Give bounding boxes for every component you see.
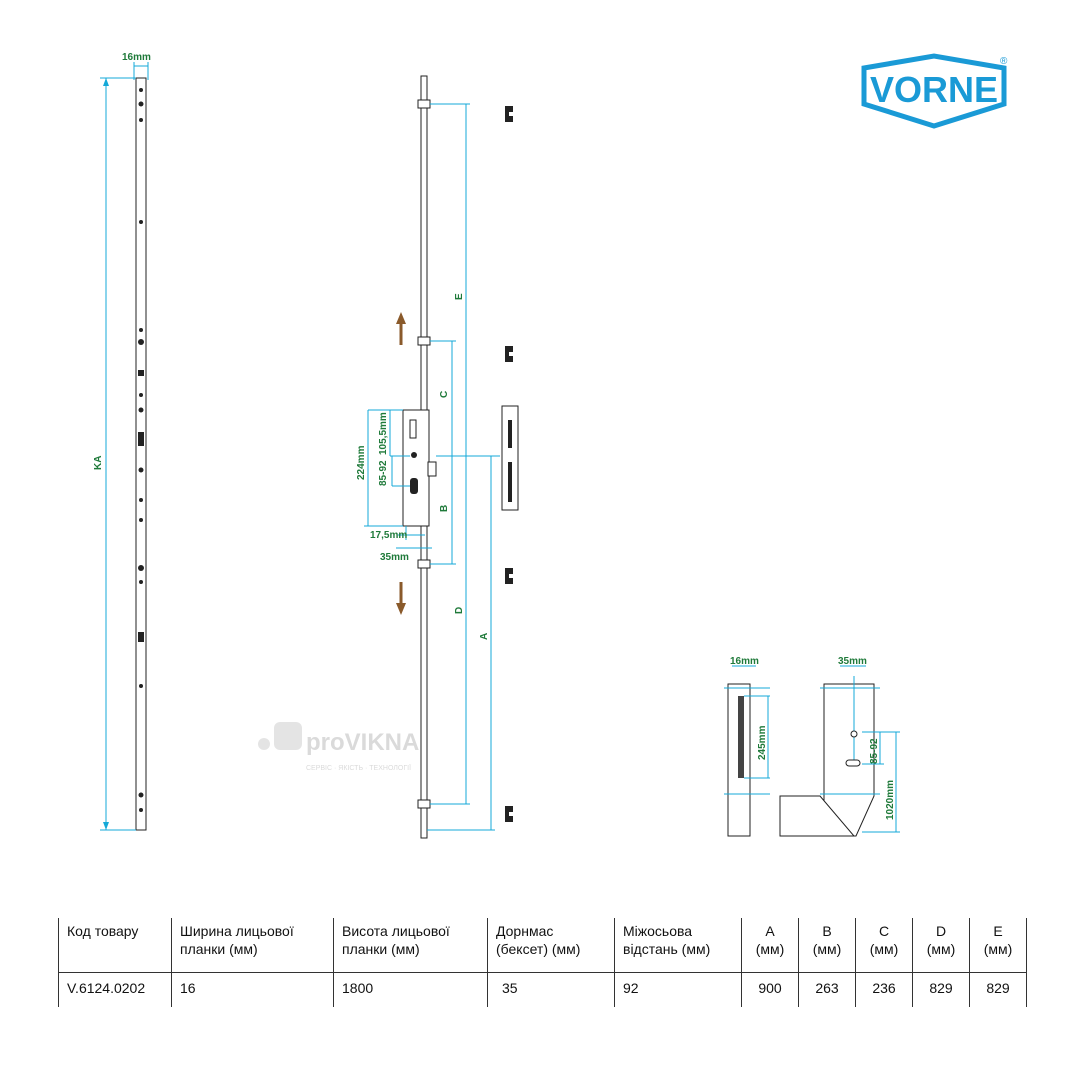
header-faceplate-height: Висота лицьової планки (мм)	[333, 918, 488, 973]
cell-B: 263	[798, 972, 856, 1007]
header-code: Код товару	[58, 918, 172, 973]
dim-105-5mm: 105,5mm	[378, 412, 389, 455]
keepers	[501, 106, 519, 822]
keeper-width-label: 16mm	[730, 656, 759, 667]
lock-technical-drawing: 16mm KA	[93, 52, 1008, 839]
header-center-distance: Міжосьова відстань (мм)	[614, 918, 742, 973]
side-width-label: 16mm	[122, 52, 151, 63]
logo-text: VORNE	[870, 69, 998, 110]
watermark-name: proVIKNA	[306, 729, 419, 756]
header-C: C (мм)	[855, 918, 913, 973]
keeper-height-label: 245mm	[757, 725, 768, 760]
cell-A: 900	[741, 972, 799, 1007]
cell-faceplate-width: 16	[171, 972, 334, 1007]
table-row: V.6124.0202 16 1800 35 92 900 263 236 82…	[58, 972, 1027, 1007]
lock-front-view: E C B D A 224mm 105,5mm 85-92 17,5mm 35m…	[356, 75, 500, 839]
header-backset: Дорнмас (бексет) (мм)	[487, 918, 615, 973]
cell-center-distance: 92	[614, 972, 742, 1007]
dim-17-5mm: 17,5mm	[370, 530, 407, 541]
cell-E: 829	[969, 972, 1027, 1007]
cell-D: 829	[912, 972, 970, 1007]
header-faceplate-width: Ширина лицьової планки (мм)	[171, 918, 334, 973]
label-A: A	[479, 633, 490, 640]
side-height-label: KA	[93, 456, 104, 470]
header-B: B (мм)	[798, 918, 856, 973]
provikna-watermark: proVIKNA СЕРВІС · ЯКІСТЬ · ТЕХНОЛОГІЇ	[258, 722, 419, 772]
dim-85-92: 85-92	[378, 460, 389, 486]
dim-35mm: 35mm	[380, 552, 409, 563]
header-E: E (мм)	[969, 918, 1027, 973]
handle-detail: 35mm 85-92 1020mm	[779, 656, 900, 837]
handle-distance-label: 85-92	[869, 738, 880, 764]
handle-height-label: 1020mm	[885, 780, 896, 820]
watermark-tagline: СЕРВІС · ЯКІСТЬ · ТЕХНОЛОГІЇ	[306, 764, 411, 772]
label-B: B	[439, 505, 450, 512]
vorne-logo: VORNE ®	[861, 53, 1008, 129]
label-D: D	[454, 607, 465, 614]
handle-width-label: 35mm	[838, 656, 867, 667]
faceplate-side-view: 16mm KA	[93, 52, 151, 831]
cell-backset: 35	[487, 972, 615, 1007]
table-header-row: Код товару Ширина лицьової планки (мм) В…	[58, 918, 1027, 973]
header-A: A (мм)	[741, 918, 799, 973]
label-E: E	[454, 293, 465, 300]
label-C: C	[439, 391, 450, 398]
direction-down-icon	[396, 582, 406, 615]
header-D: D (мм)	[912, 918, 970, 973]
direction-up-icon	[396, 312, 406, 345]
specs-table: Код товару Ширина лицьової планки (мм) В…	[58, 918, 1027, 1007]
registered-icon: ®	[1000, 56, 1008, 67]
cell-faceplate-height: 1800	[333, 972, 488, 1007]
keeper-detail: 16mm 245mm	[724, 656, 770, 837]
dim-224mm: 224mm	[356, 445, 367, 480]
cell-code: V.6124.0202	[58, 972, 172, 1007]
cell-C: 236	[855, 972, 913, 1007]
